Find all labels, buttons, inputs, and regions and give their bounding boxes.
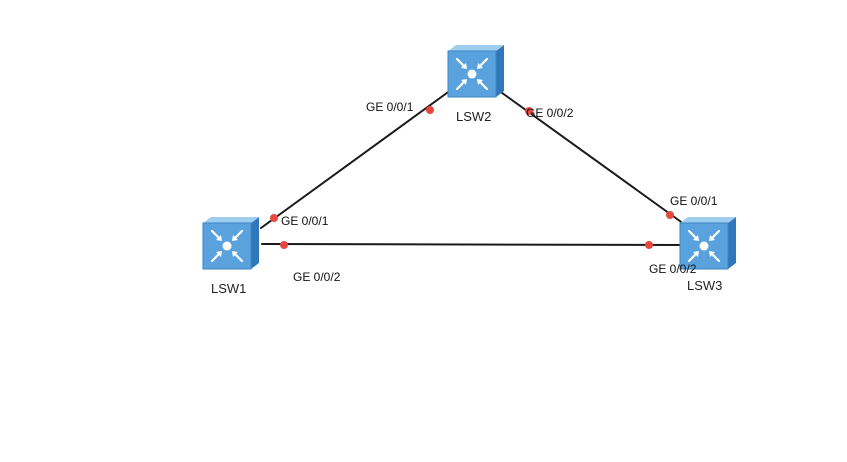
- port-dot-lsw3-ge001[interactable]: [666, 211, 674, 219]
- switch-icon: [446, 43, 506, 99]
- port-dot-lsw2-ge002[interactable]: [525, 107, 533, 115]
- node-label-lsw3: LSW3: [687, 278, 722, 293]
- port-label-lsw3-ge002: GE 0/0/2: [649, 262, 697, 276]
- port-label-lsw1-ge001: GE 0/0/1: [281, 214, 329, 228]
- node-label-lsw2: LSW2: [456, 109, 491, 124]
- port-dot-lsw1-ge002[interactable]: [280, 241, 288, 249]
- port-dot-lsw3-ge002[interactable]: [645, 241, 653, 249]
- switch-icon: [201, 215, 261, 271]
- port-dot-lsw2-ge001[interactable]: [426, 106, 434, 114]
- port-dot-lsw1-ge001[interactable]: [270, 214, 278, 222]
- link-lsw1-lsw3[interactable]: [261, 243, 685, 246]
- port-label-lsw2-ge001: GE 0/0/1: [366, 100, 414, 114]
- port-label-lsw1-ge002: GE 0/0/2: [293, 270, 341, 284]
- node-label-lsw1: LSW1: [211, 281, 246, 296]
- link-lsw1-lsw2[interactable]: [260, 89, 452, 229]
- port-label-lsw3-ge001: GE 0/0/1: [670, 194, 718, 208]
- port-label-lsw2-ge002: GE 0/0/2: [526, 106, 574, 120]
- switch-node-lsw1[interactable]: [201, 215, 261, 271]
- switch-node-lsw2[interactable]: [446, 43, 506, 99]
